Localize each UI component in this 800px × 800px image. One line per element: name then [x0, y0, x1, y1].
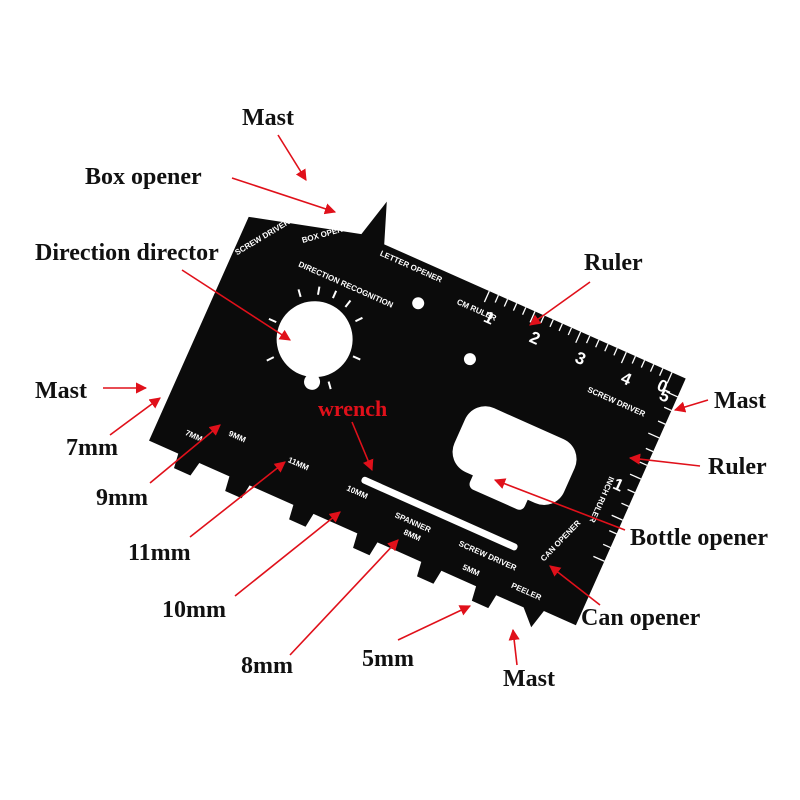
label-11mm: 11mm	[128, 540, 191, 566]
callout-arrows	[103, 134, 709, 666]
label-7mm: 7mm	[66, 435, 118, 461]
arrow-mast-top	[277, 134, 307, 181]
arrow-9mm	[149, 424, 221, 484]
compass-notch	[304, 373, 321, 390]
arrow-direction-director	[181, 269, 291, 341]
label-box-opener: Box opener	[85, 164, 202, 190]
arrow-mast-right	[673, 399, 709, 413]
arrow-ruler-top	[529, 281, 591, 326]
label-bottle-opener: Bottle opener	[630, 525, 768, 551]
label-can-opener: Can opener	[581, 605, 701, 631]
arrow-can-opener	[549, 565, 601, 606]
compass-ticks	[266, 286, 363, 390]
multi-tool-card: LETTER OPENER BOX OPENER DIRECTION RECOG…	[149, 201, 686, 628]
spanner-slot	[361, 476, 518, 551]
label-mast-left: Mast	[35, 378, 87, 404]
arrow-8mm	[289, 539, 399, 656]
label-8mm: 8mm	[241, 653, 293, 679]
label-9mm: 9mm	[96, 485, 148, 511]
label-10mm: 10mm	[162, 597, 226, 623]
label-ruler-top: Ruler	[584, 250, 643, 276]
label-mast-top: Mast	[242, 105, 294, 131]
hole-small-2	[463, 353, 476, 366]
inch-ruler-ticks	[593, 391, 678, 562]
bottle-opener-slot	[452, 406, 577, 505]
cm-ruler-ticks	[483, 290, 673, 384]
arrow-wrench	[351, 421, 374, 472]
arrow-5mm	[397, 605, 472, 641]
arrow-bottle-opener	[493, 478, 626, 531]
label-mast-right: Mast	[714, 388, 766, 414]
compass-hole	[276, 301, 353, 378]
arrow-mast-bottom	[508, 628, 520, 666]
arrow-ruler-right	[628, 453, 701, 467]
label-5mm: 5mm	[362, 646, 414, 672]
label-ruler-right: Ruler	[708, 454, 767, 480]
label-mast-bottom: Mast	[503, 666, 555, 692]
arrow-10mm	[234, 511, 341, 597]
hole-small-1	[412, 297, 425, 310]
arrow-box-opener	[231, 177, 337, 215]
card-plate	[149, 201, 686, 628]
arrow-11mm	[189, 461, 286, 538]
label-direction-director: Direction director	[35, 240, 219, 266]
label-wrench: wrench	[318, 396, 387, 421]
arrow-7mm	[109, 397, 161, 436]
